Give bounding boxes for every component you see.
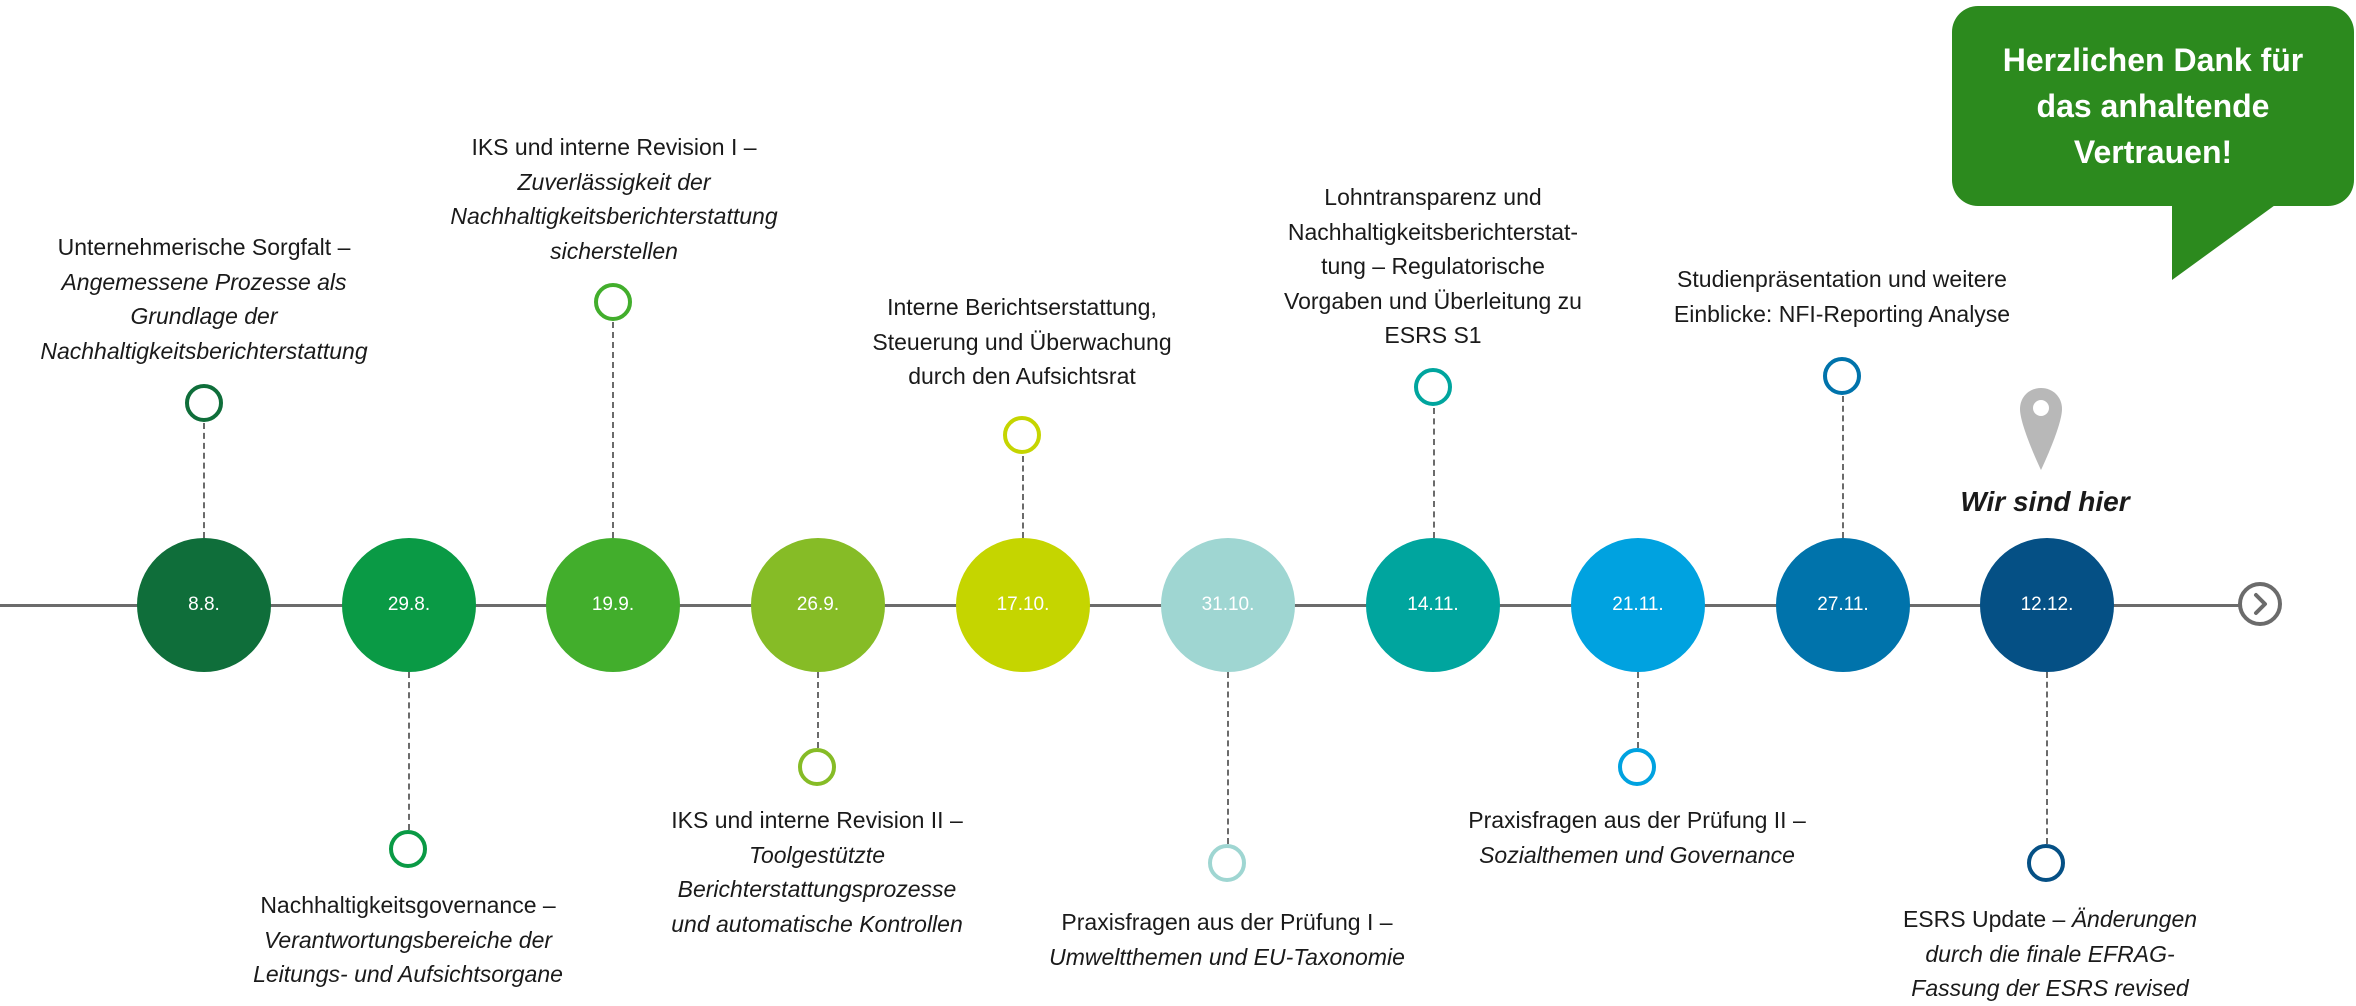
topic-label-2: Nachhaltigkeitsgovernance – Verantwortun… <box>253 892 563 987</box>
stem-4 <box>817 672 819 748</box>
marker-ring-6 <box>1208 844 1246 882</box>
stem-5 <box>1022 456 1024 538</box>
timeline-node-21-11[interactable]: 21.11. <box>1571 538 1705 672</box>
timeline-node-19-9[interactable]: 19.9. <box>546 538 680 672</box>
topic-label-1: Unternehmerische Sorgfalt – Angemessene … <box>40 234 368 364</box>
stem-6 <box>1227 672 1229 844</box>
marker-ring-10 <box>2027 844 2065 882</box>
marker-ring-2 <box>389 830 427 868</box>
timeline-node-17-10[interactable]: 17.10. <box>956 538 1090 672</box>
marker-ring-7 <box>1414 368 1452 406</box>
chevron-right-icon <box>2254 593 2267 615</box>
timeline-node-8-8[interactable]: 8.8. <box>137 538 271 672</box>
timeline-node-12-12[interactable]: 12.12. <box>1980 538 2114 672</box>
timeline-node-27-11[interactable]: 27.11. <box>1776 538 1910 672</box>
topic-label-10: ESRS Update – Änderungen durch die final… <box>1902 906 2198 1001</box>
topic-label-4: IKS und interne Revision II – Toolgestüt… <box>671 807 963 937</box>
stem-10 <box>2046 672 2048 844</box>
timeline-node-31-10[interactable]: 31.10. <box>1161 538 1295 672</box>
stem-7 <box>1433 408 1435 538</box>
marker-ring-4 <box>798 748 836 786</box>
topic-label-6: Praxisfragen aus der Prüfung I – Umweltt… <box>1049 909 1405 970</box>
marker-ring-9 <box>1823 357 1861 395</box>
stem-1 <box>203 423 205 538</box>
topic-label-5: Interne Berichtserstattung, Steuerung un… <box>872 294 1172 389</box>
topic-label-8: Praxisfragen aus der Prüfung II – Sozial… <box>1468 807 1806 868</box>
location-pin-icon <box>2020 388 2062 470</box>
marker-ring-1 <box>185 384 223 422</box>
marker-ring-3 <box>594 283 632 321</box>
topic-label-3: IKS und interne Revision I – Zuverlässig… <box>450 134 778 264</box>
topic-label-9: Studienpräsentation und weitere Einblick… <box>1673 266 2011 327</box>
stem-3 <box>612 322 614 538</box>
marker-ring-8 <box>1618 748 1656 786</box>
marker-ring-5 <box>1003 416 1041 454</box>
topic-label-7: Lohntransparenz und Nachhaltigkeitsberic… <box>1284 184 1582 348</box>
timeline-node-14-11[interactable]: 14.11. <box>1366 538 1500 672</box>
current-position-label: Wir sind hier <box>1960 486 2130 517</box>
thank-you-callout: Herzlichen Dank für das anhaltende Vertr… <box>1952 6 2354 206</box>
timeline-node-26-9[interactable]: 26.9. <box>751 538 885 672</box>
next-arrow-button[interactable] <box>2238 582 2282 626</box>
timeline-axis <box>0 604 2255 607</box>
callout-tail <box>2172 200 2282 280</box>
stem-9 <box>1842 396 1844 538</box>
stem-2 <box>408 672 410 830</box>
stem-8 <box>1637 672 1639 748</box>
timeline-node-29-8[interactable]: 29.8. <box>342 538 476 672</box>
